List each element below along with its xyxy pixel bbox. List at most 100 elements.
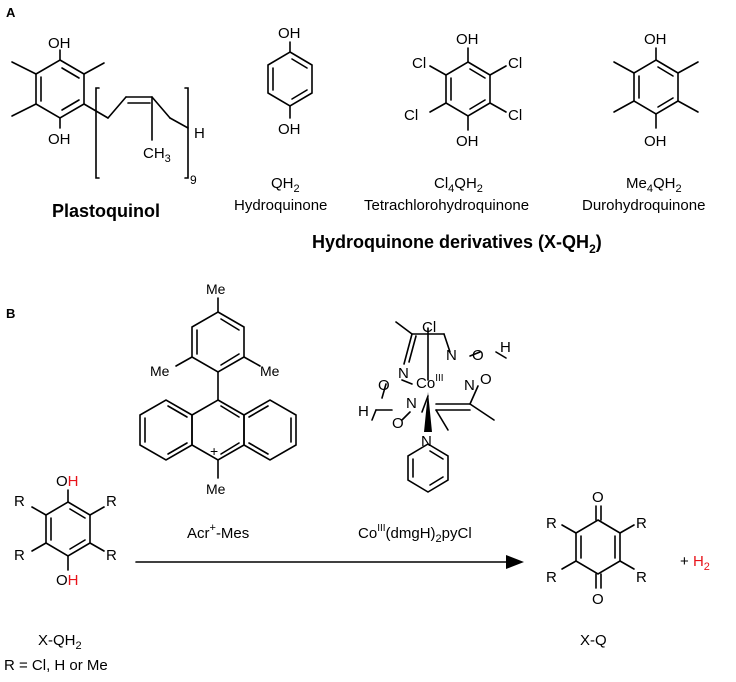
reactant-h-bottom: H: [68, 572, 79, 589]
durohydroquinone-structure: [613, 47, 699, 129]
cl4qh2-formula-main: QH: [454, 175, 477, 192]
me4qh2-name: Durohydroquinone: [582, 197, 705, 214]
reaction-arrow: [135, 555, 524, 569]
cobaloxime-n-py: N: [421, 433, 432, 450]
me4qh2-oh-bottom: OH: [644, 133, 667, 150]
plastoquinol-caption: Plastoquinol: [52, 201, 160, 221]
cobaloxime-co: Co: [416, 375, 435, 392]
cobaloxime-name-sub: 2: [436, 533, 442, 545]
product-r-bl: R: [546, 569, 557, 586]
acr-mes-structure: [139, 297, 297, 479]
cobaloxime-o-bl: O: [392, 415, 404, 432]
cl4qh2-cl-top-left: Cl: [412, 55, 426, 72]
reactant-structure: [31, 489, 105, 571]
acr-me-top: Me: [206, 281, 226, 297]
plastoquinol-repeat-count: 9: [190, 173, 197, 187]
cl4qh2-cl-bottom-right: Cl: [508, 107, 522, 124]
byproduct-h2-sub: 2: [704, 561, 710, 573]
cobaloxime-name-pre: Co: [358, 525, 377, 542]
product-r-tl: R: [546, 515, 557, 532]
qh2-name: Hydroquinone: [234, 197, 327, 214]
svg-text:OH: OH: [56, 473, 79, 490]
cl4qh2-formula-pre: Cl: [434, 175, 448, 192]
cobaloxime-n-bl: N: [406, 395, 417, 412]
svg-text:Acr+-Mes: Acr+-Mes: [187, 522, 249, 542]
me4qh2-formula-main: QH: [653, 175, 676, 192]
reactant-o-top: O: [56, 473, 68, 490]
derivatives-caption: Hydroquinone derivatives (X-QH: [312, 232, 589, 252]
svg-text:CoIII(dmgH)2pyCl: CoIII(dmgH)2pyCl: [358, 523, 472, 545]
cl4qh2-name: Tetrachlorohydroquinone: [364, 197, 529, 214]
derivatives-caption-end: ): [596, 232, 602, 252]
byproduct-h2: H: [693, 553, 704, 570]
panel-a-label: A: [6, 5, 16, 20]
plastoquinol-oh-top: OH: [48, 35, 71, 52]
reactant-r-tr: R: [106, 493, 117, 510]
cl4qh2-cl-top-right: Cl: [508, 55, 522, 72]
product-name: X-Q: [580, 632, 607, 649]
me4qh2-formula-pre: Me: [626, 175, 647, 192]
panel-b-label: B: [6, 306, 15, 321]
svg-text:CoIII: CoIII: [416, 373, 444, 392]
plastoquinol-structure: [11, 49, 189, 179]
cobaloxime-structure: [371, 321, 507, 493]
plastoquinol-h-end: H: [194, 125, 205, 142]
reactant-formula-sub: 2: [76, 640, 82, 652]
acr-me-n: Me: [206, 481, 226, 497]
acr-mes-name-post: -Mes: [216, 525, 249, 542]
reactant-formula: X-QH: [38, 632, 76, 649]
plastoquinol-ch3-sub: 3: [165, 153, 171, 165]
cobaloxime-name-post: pyCl: [442, 525, 472, 542]
cobaloxime-n-tr: N: [446, 347, 457, 364]
acr-mes-name-pre: Acr: [187, 525, 210, 542]
reactant-h-top: H: [68, 473, 79, 490]
product-r-br: R: [636, 569, 647, 586]
svg-text:OH: OH: [56, 572, 79, 589]
reactant-r-definition: R = Cl, H or Me: [4, 657, 108, 674]
qh2-formula: QH: [271, 175, 294, 192]
acr-me-right: Me: [260, 363, 280, 379]
cobaloxime-n-br: N: [464, 377, 475, 394]
cl4qh2-cl-bottom-left: Cl: [404, 107, 418, 124]
reactant-o-bottom: O: [56, 572, 68, 589]
svg-text:QH2: QH2: [271, 175, 300, 195]
qh2-oh-bottom: OH: [278, 121, 301, 138]
me4qh2-formula-sub1: 4: [647, 183, 653, 195]
product-o-bottom: O: [592, 591, 604, 608]
acr-me-left: Me: [150, 363, 170, 379]
hydroquinone-structure: [267, 41, 313, 119]
svg-text:Me4QH2: Me4QH2: [626, 175, 682, 195]
tetrachlorohydroquinone-structure: [429, 47, 507, 131]
svg-text:+ H2: + H2: [680, 553, 710, 573]
me4qh2-oh-top: OH: [644, 31, 667, 48]
cobaloxime-name-mid: (dmgH): [386, 525, 436, 542]
cobaloxime-h-tr: H: [500, 339, 511, 356]
plastoquinol-ch3: CH: [143, 145, 165, 162]
byproduct-plus: +: [680, 553, 693, 570]
plastoquinol-oh-bottom: OH: [48, 131, 71, 148]
product-o-top: O: [592, 489, 604, 506]
cl4qh2-oh-bottom: OH: [456, 133, 479, 150]
acr-n-plus: +: [210, 443, 218, 459]
cobaloxime-cl: Cl: [422, 319, 436, 336]
cobaloxime-h-l: H: [358, 403, 369, 420]
cl4qh2-oh-top: OH: [456, 31, 479, 48]
reactant-r-bl: R: [14, 547, 25, 564]
cobaloxime-o-r: O: [480, 371, 492, 388]
cobaloxime-o-l: O: [378, 377, 390, 394]
svg-text:Cl4QH2: Cl4QH2: [434, 175, 483, 195]
qh2-oh-top: OH: [278, 25, 301, 42]
cl4qh2-formula-sub2: 2: [477, 183, 483, 195]
product-structure: [561, 505, 635, 589]
reactant-r-br: R: [106, 547, 117, 564]
reactant-r-tl: R: [14, 493, 25, 510]
derivatives-caption-sub: 2: [589, 242, 596, 256]
qh2-formula-sub: 2: [294, 183, 300, 195]
cobaloxime-n-tl: N: [398, 365, 409, 382]
product-r-tr: R: [636, 515, 647, 532]
cobaloxime-o-tr: O: [472, 347, 484, 364]
me4qh2-formula-sub2: 2: [675, 183, 681, 195]
svg-text:CH3: CH3: [143, 145, 171, 165]
cobaloxime-name-sup: III: [377, 523, 385, 534]
